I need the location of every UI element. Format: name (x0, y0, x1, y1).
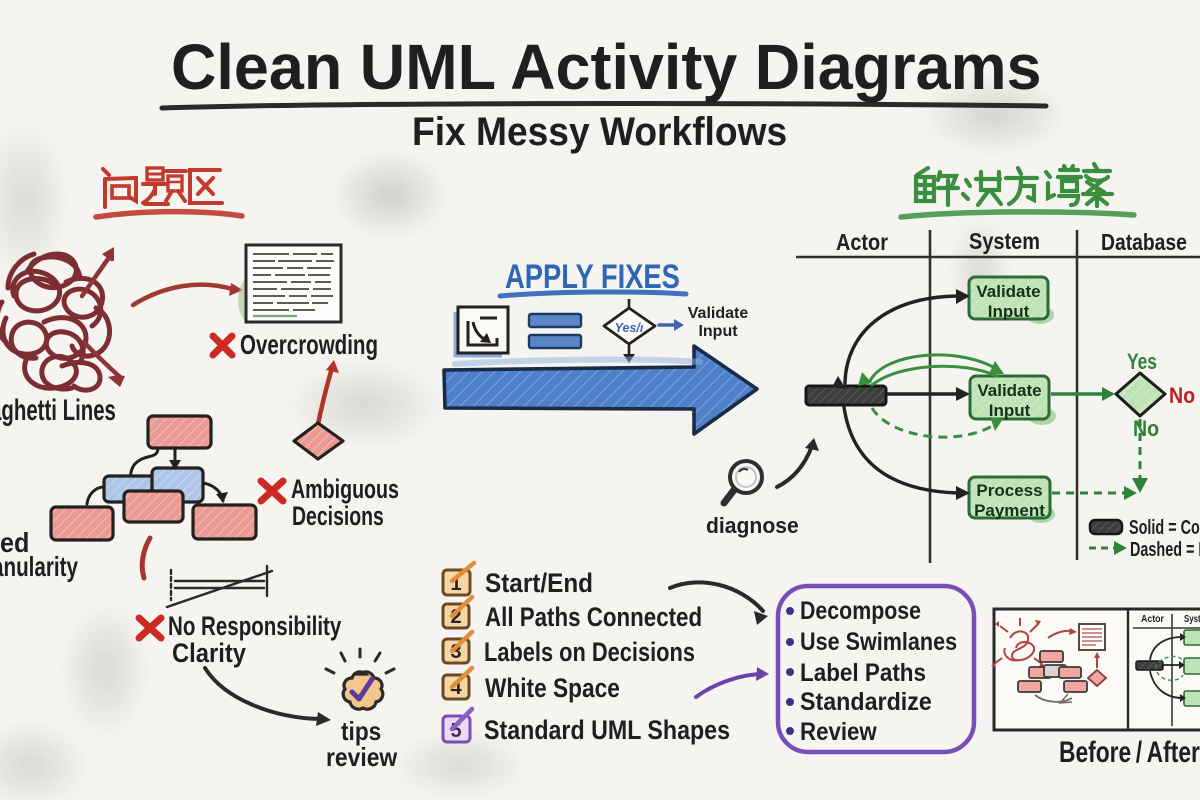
svg-text:5: 5 (450, 720, 461, 742)
svg-text:1: 1 (450, 573, 461, 595)
svg-text:3: 3 (450, 641, 461, 663)
svg-text:2: 2 (450, 606, 461, 628)
svg-text:Yes/ı: Yes/ı (615, 321, 644, 335)
